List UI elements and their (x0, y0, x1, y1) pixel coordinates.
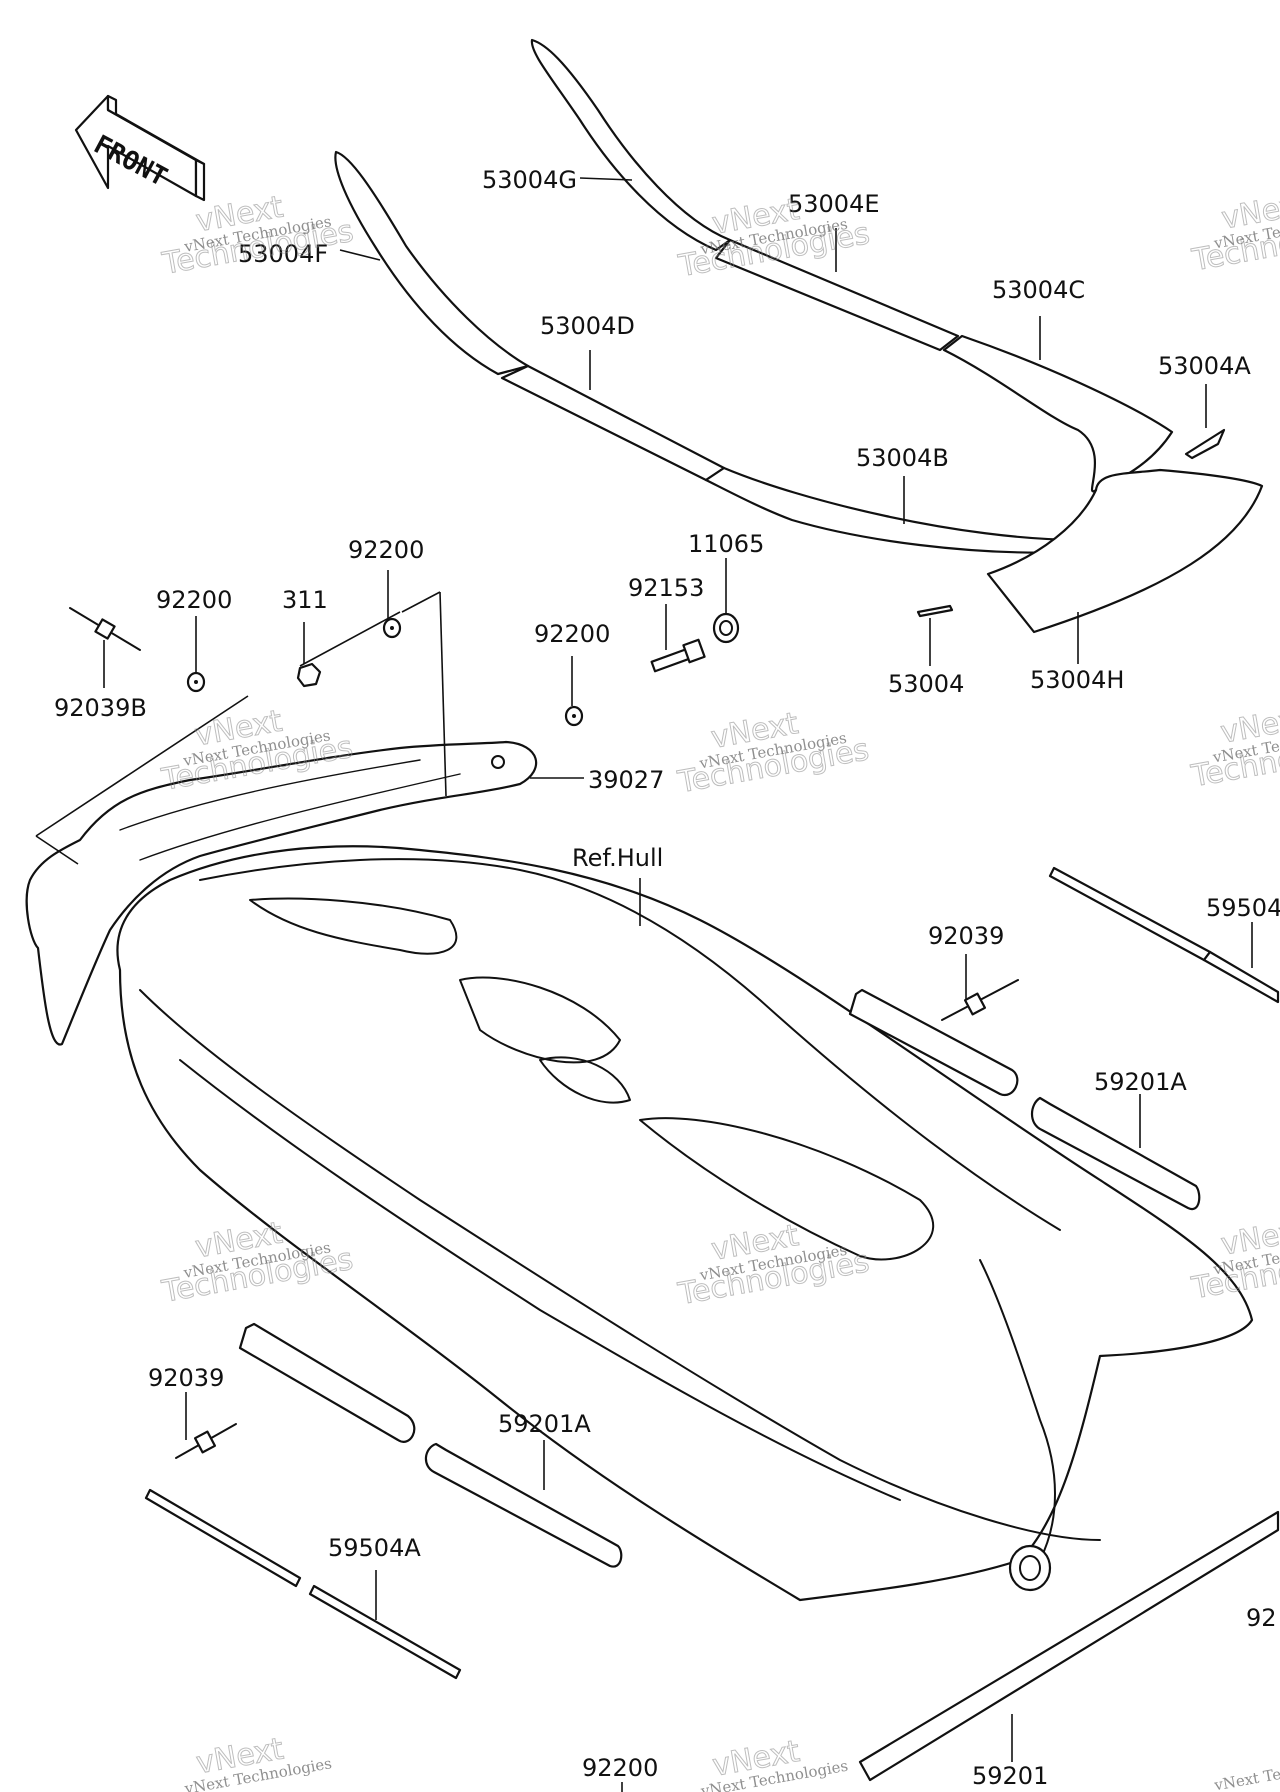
callout-59201A-left: 59201A (498, 1410, 591, 1438)
mat-53004F (334, 150, 530, 376)
mat-53004D (500, 364, 726, 482)
callout-11065: 11065 (688, 530, 764, 558)
callout-92039-left: 92039 (148, 1364, 224, 1392)
rail-92039-right-tube (848, 988, 1019, 1097)
callout-53004E: 53004E (788, 190, 880, 218)
callout-53004D: 53004D (540, 312, 635, 340)
pin-92039-right-icon (941, 979, 1019, 1021)
callout-53004H: 53004H (1030, 666, 1124, 694)
watermark-10: vNext vNext Technologies (182, 1731, 333, 1792)
leader-lines (35, 177, 1253, 1792)
callout-53004F: 53004F (238, 240, 328, 268)
mat-53004C (942, 334, 1174, 493)
callout-39027: 39027 (588, 766, 664, 794)
callout-311: 311 (282, 586, 328, 614)
callout-92-bottom-right: 92 (1246, 1604, 1277, 1632)
watermark-12: vNext Technologies (1212, 1751, 1280, 1792)
callout-53004C: 53004C (992, 276, 1085, 304)
rail-59201A-left-top (238, 1322, 416, 1443)
callout-92200-a: 92200 (348, 536, 424, 564)
watermark-11: vNext vNext Technologies (699, 1733, 850, 1792)
callout-92039B: 92039B (54, 694, 147, 722)
callout-92039-right: 92039 (928, 922, 1004, 950)
watermark-3: vNext Technologies vNext Technologies (1188, 186, 1280, 279)
mat-53004H (986, 468, 1264, 634)
rail-59201A-right (1030, 1096, 1201, 1211)
grip-handle-39027 (25, 740, 538, 1046)
pin-92039-left-icon (175, 1423, 237, 1459)
callout-53004A: 53004A (1158, 352, 1251, 380)
callout-59201: 59201 (972, 1762, 1048, 1790)
rails (144, 866, 1280, 1782)
grommet-11065-icon (712, 612, 740, 644)
rail-59201A-left (424, 1442, 623, 1568)
hull-body (116, 845, 1254, 1602)
mat-53004 (916, 604, 954, 618)
bolt-92153-icon (650, 638, 706, 673)
rail-59504A-left-2 (308, 1584, 462, 1680)
mat-53004A (1184, 428, 1226, 460)
callout-53004: 53004 (888, 670, 964, 698)
callout-92200-b: 92200 (156, 586, 232, 614)
watermark-5: vNext Technologies vNext Technologies (674, 706, 872, 801)
callout-53004G: 53004G (482, 166, 577, 194)
mat-53004G (530, 38, 732, 252)
nut-311-icon (296, 662, 322, 688)
rail-59201-bottom (858, 1510, 1280, 1782)
callout-92200-bottom: 92200 (582, 1754, 658, 1782)
callout-92153: 92153 (628, 574, 704, 602)
callout-labels: 53004G 53004E 53004F 53004C 53004D 53004… (54, 166, 1280, 1790)
callout-59504-top: 59504 (1206, 894, 1280, 922)
rail-59504-top-right-2 (1202, 950, 1280, 1004)
front-arrow-icon: FRONT (74, 94, 206, 202)
watermark-7: vNext Technologies vNext Technologies (158, 1215, 356, 1310)
rail-59504A-left-1 (144, 1488, 302, 1588)
watermark-6: vNext Technologies vNext Technologies (1188, 700, 1280, 795)
svg-text:vNext Technologies: vNext Technologies (1212, 1751, 1280, 1792)
mat-53004E (714, 238, 960, 352)
callout-59504A: 59504A (328, 1534, 421, 1562)
callout-59201A-right: 59201A (1094, 1068, 1187, 1096)
callout-92200-c: 92200 (534, 620, 610, 648)
pin-92039B-icon (69, 607, 141, 651)
fasteners (69, 607, 1019, 1459)
callout-ref-hull: Ref.Hull (572, 844, 663, 872)
mat-53004B (704, 466, 1084, 554)
callout-53004B: 53004B (856, 444, 949, 472)
mat-pieces (334, 38, 1264, 634)
rail-59504-top-right (1048, 866, 1212, 962)
